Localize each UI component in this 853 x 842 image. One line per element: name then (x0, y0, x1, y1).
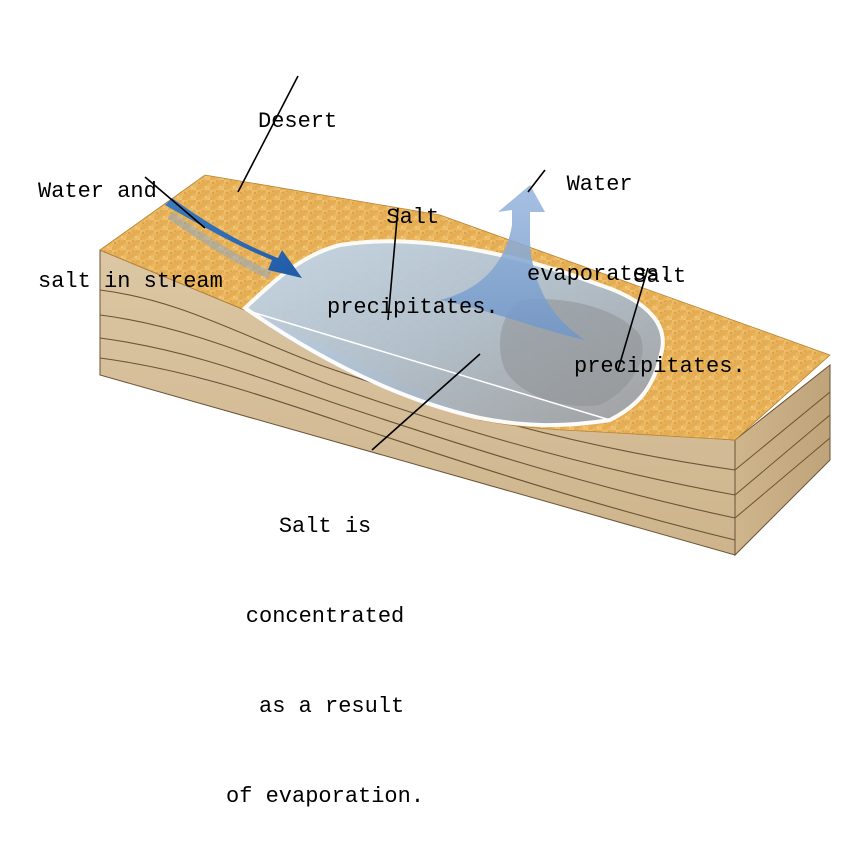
salt-concentrated-leader-line (371, 353, 481, 451)
salt-center-leader-line (387, 207, 399, 321)
evaporation-arrow (440, 185, 585, 340)
salt-right-leader-line (617, 267, 649, 371)
lake-front-edge (244, 309, 611, 421)
stream-leader-line (144, 176, 206, 229)
salt-precipitates-center-label: Salt precipitates. (327, 205, 499, 320)
water-evaporates-label: Water evaporates. (527, 172, 673, 287)
stream-arrow (165, 198, 302, 278)
stream-label: Water and salt in stream (38, 179, 223, 294)
salt-lake-block-diagram (99, 75, 831, 557)
desert-label: Desert (258, 109, 338, 134)
water-evap-leader-line (527, 169, 546, 193)
front-strata (99, 289, 736, 541)
side-strata (734, 391, 831, 519)
salt-concentrated-label: Salt is concentrated as a result of evap… (226, 514, 425, 809)
desert-leader-line (237, 75, 299, 193)
stream-arrow-shadow (167, 211, 272, 279)
salt-precipitates-right-label: Salt precipitates. (574, 264, 746, 379)
